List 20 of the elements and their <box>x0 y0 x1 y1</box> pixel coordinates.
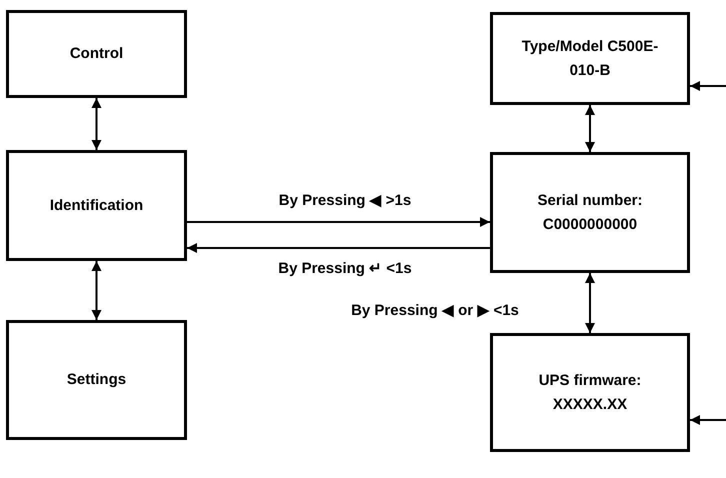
screen-box <box>490 12 690 105</box>
arrow <box>585 105 595 152</box>
box-text: UPS firmware: XXXXX.XX <box>538 370 642 414</box>
box-text: Serial number: C0000000000 <box>536 190 644 234</box>
screen-box <box>6 10 187 98</box>
box-text: Type/Model C500E-010-B <box>521 36 659 80</box>
arrow <box>585 273 595 333</box>
arrow <box>92 261 102 320</box>
screen-box <box>6 150 187 261</box>
box-text: Settings <box>66 370 126 390</box>
arrow <box>187 243 490 253</box>
box-text: Identification <box>50 196 144 216</box>
screen-box <box>490 152 690 273</box>
arrow <box>187 217 490 227</box>
arrow <box>92 98 102 150</box>
box-text: Control <box>70 44 124 64</box>
screen-box <box>6 320 187 440</box>
screen-box <box>490 333 690 452</box>
arrow <box>690 415 726 425</box>
arrow <box>690 81 726 91</box>
